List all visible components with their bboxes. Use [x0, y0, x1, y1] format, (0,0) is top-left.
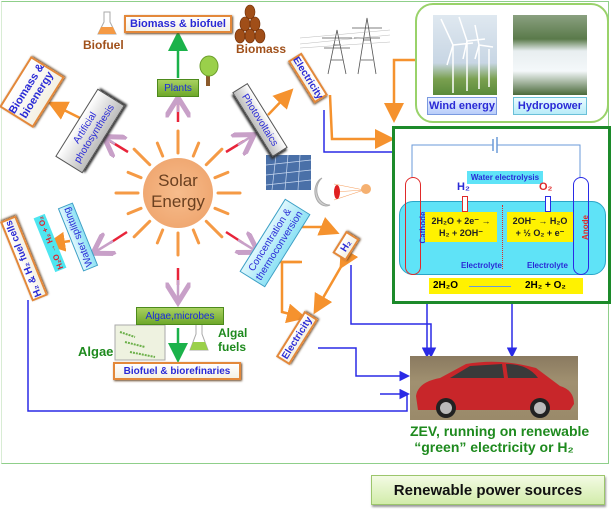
algae-label: Algae	[78, 344, 114, 359]
line-h2-to-car	[350, 265, 437, 358]
arrow-electricity-to-electrolysis	[328, 94, 395, 149]
solar-concentrator-icon	[314, 177, 371, 207]
biofuel-flask-icon	[97, 11, 117, 35]
line-fuelcells-to-car	[27, 300, 408, 412]
algae-microbes-box: Algae,microbes	[136, 307, 224, 325]
water-electrolysis-title: Water electrolysis	[467, 171, 543, 184]
o2-label: O₂	[539, 181, 553, 193]
arrow-concentration-to-electricity	[280, 260, 307, 324]
reaction-arrow-icon	[469, 286, 511, 287]
power-tower-icon	[299, 17, 391, 75]
wind-energy-label: Wind energy	[427, 97, 497, 115]
sun-ray	[126, 170, 143, 180]
biomass-biofuel-box: Biomass & biofuel	[124, 15, 232, 33]
solar-panel-icon	[265, 154, 312, 191]
electrolysis-panel: Cathode Anode Water electrolysis H₂ O₂ 2…	[392, 126, 611, 304]
algae-tank-icon	[114, 324, 166, 361]
car-caption: ZEV, running on renewable “green” electr…	[410, 423, 590, 455]
sun-ray	[204, 219, 224, 239]
algal-fuels-label: Algal fuels	[218, 326, 248, 354]
arrow-pv-to-electricity	[267, 88, 294, 116]
sun-ray	[132, 219, 152, 239]
electrolyte-right-label: Electrolyte	[527, 261, 568, 270]
sun-arrows	[95, 100, 256, 300]
anode-reaction: 2OH⁻ → H₂O + ½ O₂ + e⁻	[507, 212, 573, 242]
h2-label: H₂	[457, 181, 470, 193]
sun-ray	[213, 170, 230, 180]
sun-ray	[213, 206, 230, 216]
line-electricity2-to-car	[318, 347, 410, 382]
h2-up-arrow-icon	[462, 196, 468, 212]
wind-turbines-image	[433, 15, 497, 95]
sun-ray	[204, 147, 224, 167]
anode-electrode	[573, 177, 589, 275]
overall-reaction: 2H₂O 2H₂ + O₂	[429, 278, 583, 294]
sun-label: Solar Energy	[151, 171, 205, 211]
cathode-electrode	[405, 177, 421, 275]
sun-circle	[143, 158, 213, 228]
renewables-panel: Wind energy Hydropower	[415, 3, 609, 123]
biorefinaries-box: Biofuel & biorefinaries	[113, 362, 241, 380]
arrow-artificial-to-bioenergy	[47, 101, 81, 120]
arrow-renewables-to-electrolysis	[384, 58, 416, 123]
hydropower-label: Hydropower	[513, 97, 587, 115]
sun-ray	[191, 141, 201, 158]
biofuel-label: Biofuel	[83, 38, 124, 52]
electrolysis-circuit	[411, 137, 581, 177]
electrolyte-left-label: Electrolyte	[461, 261, 502, 270]
anode-label: Anode	[580, 215, 590, 240]
sun-ray	[155, 141, 165, 158]
membrane-divider	[502, 205, 503, 269]
sun-ray	[132, 147, 152, 167]
biomass-pile-icon	[234, 4, 266, 44]
renewable-power-sources-caption: Renewable power sources	[371, 475, 605, 505]
sun-ray	[191, 228, 201, 245]
arrow-concentration-to-h2	[298, 217, 340, 236]
sun-ray	[155, 228, 165, 245]
algal-fuel-flask-icon	[189, 321, 209, 351]
hydropower-image	[513, 15, 587, 95]
arrow-h2-electricity	[313, 247, 359, 315]
tree-icon	[199, 55, 219, 86]
sun-ray	[126, 206, 143, 216]
biomass-label: Biomass	[236, 42, 287, 56]
plants-box: Plants	[157, 79, 199, 97]
sun-rays	[114, 129, 242, 257]
cathode-reaction: 2H₂O + 2e⁻ → H₂ + 2OH⁻	[425, 212, 497, 242]
zev-car-image	[410, 356, 578, 420]
o2-up-arrow-icon	[545, 196, 551, 212]
